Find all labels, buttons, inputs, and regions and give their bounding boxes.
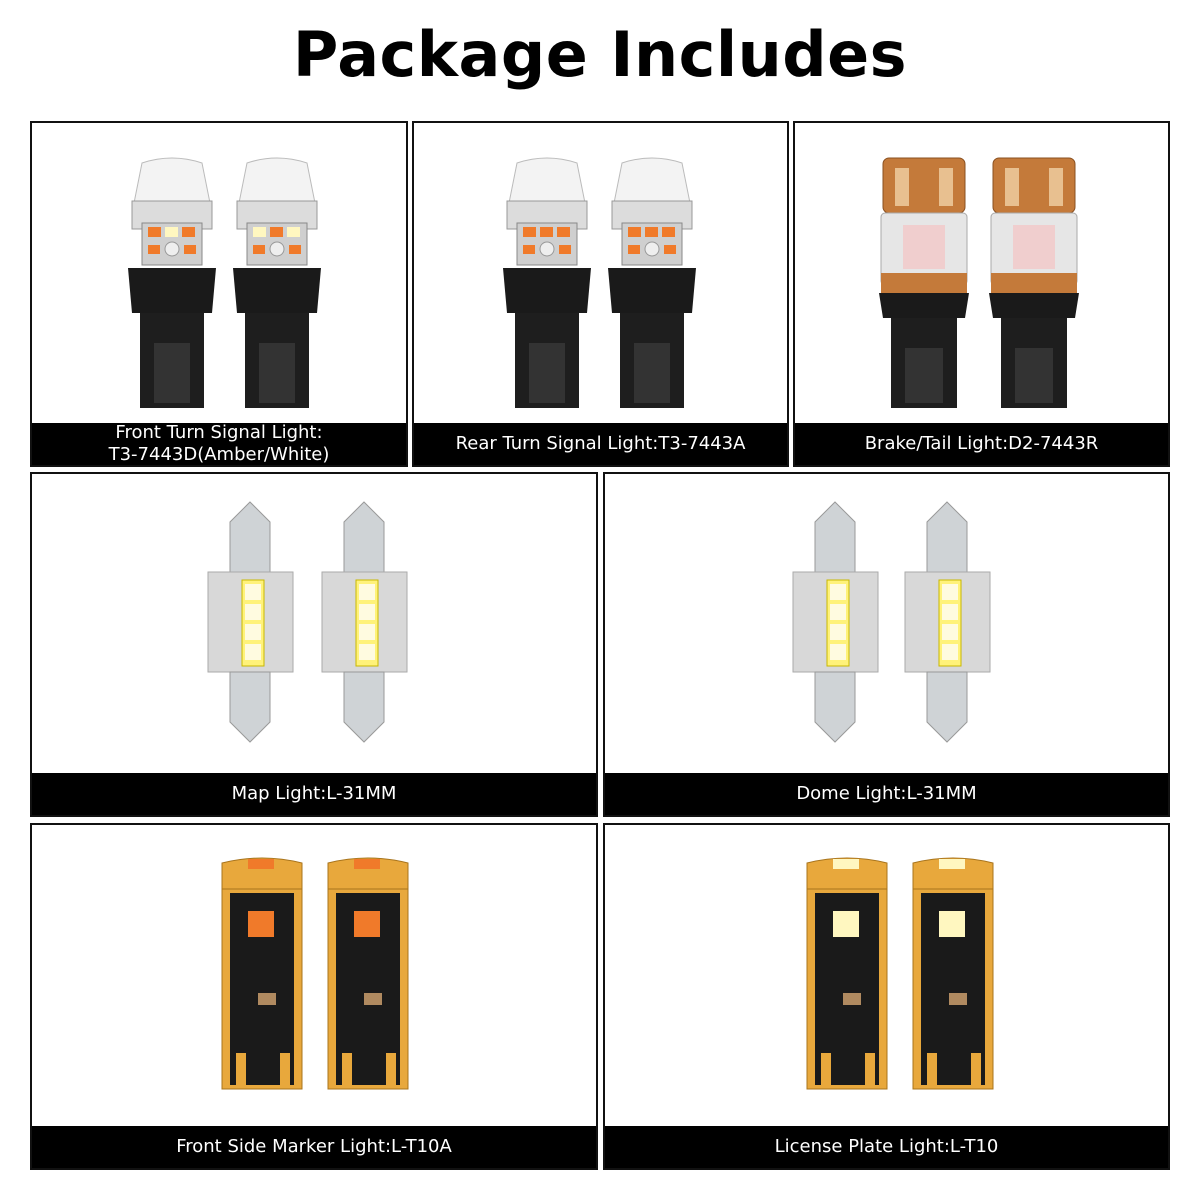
panel-map-light: Map Light:L-31MM	[30, 472, 598, 817]
panel-caption: Dome Light:L-31MM	[605, 773, 1168, 815]
bulb-7443r-right	[989, 157, 1079, 408]
caption-line-1: Brake/Tail Light:D2-7443R	[864, 433, 1099, 454]
bulb-pair-t10-white	[605, 825, 1168, 1127]
page-title: Package Includes	[292, 18, 908, 91]
bulb-pair-festoon-31mm	[605, 474, 1168, 774]
panel-caption: Front Turn Signal Light: T3-7443D(Amber/…	[32, 422, 406, 465]
bulb-7443a-left	[503, 157, 591, 408]
bulb-7443r-left	[879, 157, 969, 408]
panel-license-plate: License Plate Light:L-T10	[603, 823, 1170, 1170]
caption-line-1: Front Turn Signal Light:	[115, 422, 323, 443]
bulb-pair-7443-amber	[414, 123, 787, 425]
bulb-pair-festoon-31mm	[32, 474, 596, 774]
panel-brake-tail: Brake/Tail Light:D2-7443R	[793, 121, 1170, 467]
caption-line-1: License Plate Light:L-T10	[774, 1136, 999, 1157]
panel-caption: Brake/Tail Light:D2-7443R	[795, 423, 1168, 465]
caption-line-2: T3-7443D(Amber/White)	[108, 444, 330, 465]
caption-line-1: Front Side Marker Light:L-T10A	[176, 1136, 452, 1157]
bulb-7443a-right	[608, 157, 696, 408]
panel-front-turn-signal: Front Turn Signal Light: T3-7443D(Amber/…	[30, 121, 408, 467]
panel-caption: Front Side Marker Light:L-T10A	[32, 1126, 596, 1168]
festoon-bulb-left	[792, 501, 879, 743]
festoon-bulb-right	[904, 501, 991, 743]
bulb-7443-right	[233, 157, 321, 408]
panel-front-side-marker: Front Side Marker Light:L-T10A	[30, 823, 598, 1170]
bulb-pair-7443-red	[795, 123, 1168, 425]
t10-bulb-right	[327, 857, 409, 1090]
panel-rear-turn-signal: Rear Turn Signal Light:T3-7443A	[412, 121, 789, 467]
festoon-bulb-left	[207, 501, 294, 743]
bulb-pair-t10-amber	[32, 825, 596, 1127]
festoon-bulb-right	[321, 501, 408, 743]
bulb-7443-left	[128, 157, 216, 408]
t10-bulb-left	[806, 857, 888, 1090]
panel-caption: License Plate Light:L-T10	[605, 1126, 1168, 1168]
bulb-pair-7443-amber-white	[32, 123, 406, 425]
panel-dome-light: Dome Light:L-31MM	[603, 472, 1170, 817]
caption-line-1: Rear Turn Signal Light:T3-7443A	[455, 433, 746, 454]
t10-bulb-right	[912, 857, 994, 1090]
panel-caption: Map Light:L-31MM	[32, 773, 596, 815]
caption-line-1: Map Light:L-31MM	[231, 783, 397, 804]
panel-caption: Rear Turn Signal Light:T3-7443A	[414, 423, 787, 465]
caption-line-1: Dome Light:L-31MM	[796, 783, 977, 804]
t10-bulb-left	[221, 857, 303, 1090]
